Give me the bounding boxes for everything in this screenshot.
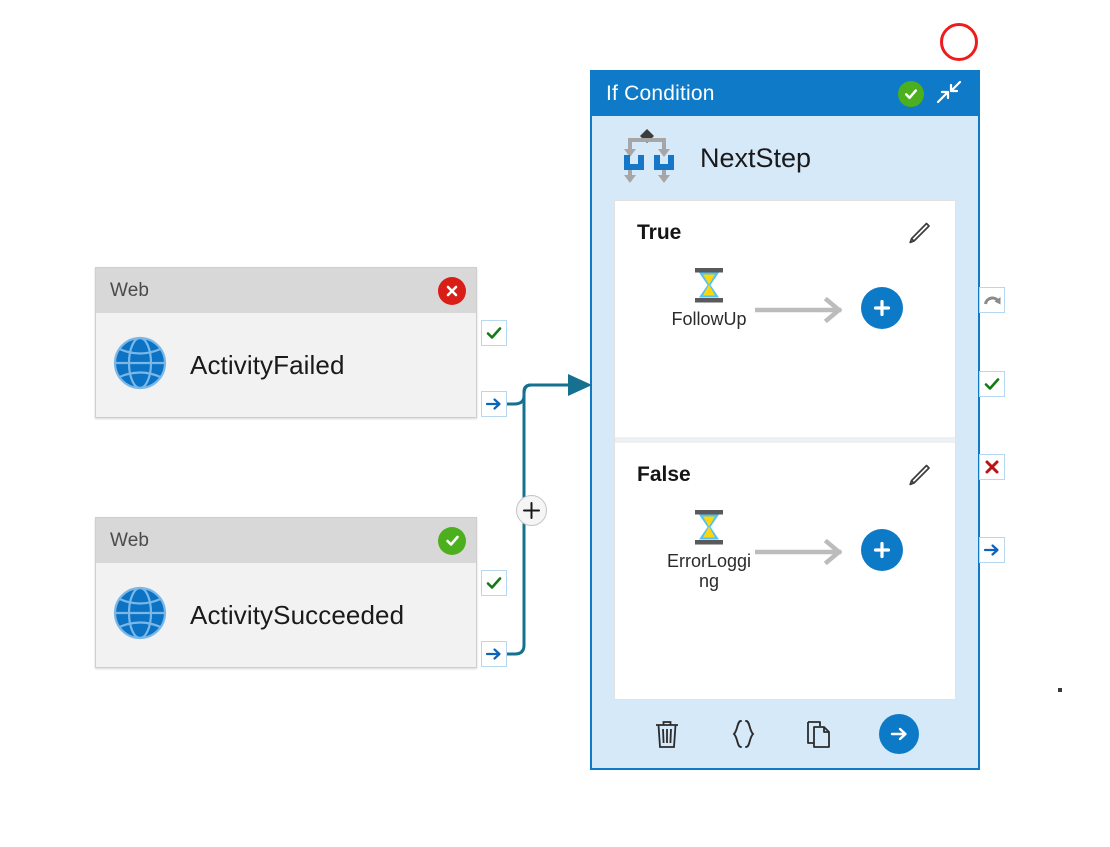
if-panel-retry-port[interactable]	[979, 287, 1005, 313]
if-condition-step-title: NextStep	[700, 142, 812, 173]
flow-arrow-icon	[754, 538, 847, 570]
branch-false-add-button[interactable]	[861, 528, 903, 571]
activity-card-web-succeeded[interactable]: Web ActivitySucceeded	[95, 517, 477, 668]
branch-label: False	[637, 462, 691, 486]
trash-icon	[656, 721, 678, 748]
branch-true-add-button[interactable]	[861, 287, 903, 329]
arrow-right-circle-icon	[890, 727, 907, 741]
copy-button[interactable]	[803, 717, 835, 751]
card-body: ActivitySucceeded	[96, 563, 476, 667]
plus-icon	[873, 541, 891, 558]
stray-dot	[1058, 688, 1062, 692]
connector-add-button[interactable]	[516, 495, 547, 526]
card-title: Web	[110, 529, 150, 551]
error-circle-icon	[438, 276, 466, 305]
branch-false-step[interactable]: ErrorLogging	[663, 507, 755, 592]
activity-card-web-failed[interactable]: Web ActivityFailed	[95, 267, 477, 418]
card-failed-success-port[interactable]	[481, 320, 507, 346]
arrow-right-icon	[485, 648, 501, 660]
activity-name: ActivityFailed	[190, 349, 345, 380]
branch-false[interactable]: False	[615, 436, 955, 699]
branch-false-row: ErrorLogging	[637, 507, 933, 592]
branch-true-row: FollowUp	[637, 265, 933, 330]
check-icon	[486, 327, 502, 339]
braces-icon	[732, 720, 755, 748]
branch-true-step-name: FollowUp	[671, 309, 747, 329]
branch-container: True	[614, 200, 956, 700]
branch-label: True	[637, 221, 682, 244]
activity-name: ActivitySucceeded	[190, 599, 405, 630]
if-condition-header: If Condition	[592, 72, 978, 116]
if-condition-panel[interactable]: If Condition	[590, 70, 980, 770]
branch-false-edit-button[interactable]	[903, 461, 933, 491]
branch-true-edit-button[interactable]	[903, 219, 933, 249]
plus-icon	[873, 299, 891, 317]
globe-icon	[112, 335, 168, 396]
hourglass-icon	[695, 509, 723, 545]
card-title: Web	[110, 279, 150, 301]
branch-false-step-name: ErrorLogging	[666, 550, 752, 592]
pencil-icon	[909, 222, 930, 244]
card-succeeded-next-port[interactable]	[481, 641, 507, 667]
connector-arrowhead	[568, 374, 592, 396]
branch-true[interactable]: True	[615, 201, 955, 437]
copy-icon	[807, 721, 830, 748]
arrow-right-icon	[983, 544, 999, 556]
branch-true-step[interactable]: FollowUp	[663, 265, 755, 330]
if-condition-step: NextStep	[592, 116, 978, 200]
if-panel-success-port[interactable]	[979, 371, 1005, 397]
card-header: Web	[96, 518, 476, 563]
check-circle-icon	[438, 526, 466, 555]
if-condition-title: If Condition	[606, 82, 715, 105]
hourglass-icon	[695, 268, 723, 303]
check-icon	[486, 577, 502, 589]
arrow-right-icon	[485, 398, 501, 410]
if-condition-toolbar	[592, 700, 978, 768]
card-succeeded-success-port[interactable]	[481, 570, 507, 596]
if-panel-failure-port[interactable]	[979, 454, 1005, 480]
go-button[interactable]	[879, 714, 919, 754]
if-panel-next-port[interactable]	[979, 537, 1005, 563]
expression-button[interactable]	[727, 717, 759, 751]
collapse-diagonal-icon[interactable]	[934, 77, 964, 112]
card-header: Web	[96, 268, 476, 313]
check-icon	[984, 378, 1000, 390]
card-failed-next-port[interactable]	[481, 391, 507, 417]
globe-icon	[112, 585, 168, 646]
cross-icon	[985, 460, 999, 474]
check-circle-icon	[898, 81, 924, 107]
flow-arrow-icon	[754, 296, 847, 328]
card-body: ActivityFailed	[96, 313, 476, 417]
retry-arrow-icon	[984, 296, 1001, 305]
pencil-icon	[909, 464, 930, 485]
branch-icon	[616, 125, 678, 192]
annotation-highlight-circle	[940, 23, 978, 61]
delete-button[interactable]	[651, 717, 683, 751]
plus-icon	[523, 502, 540, 519]
